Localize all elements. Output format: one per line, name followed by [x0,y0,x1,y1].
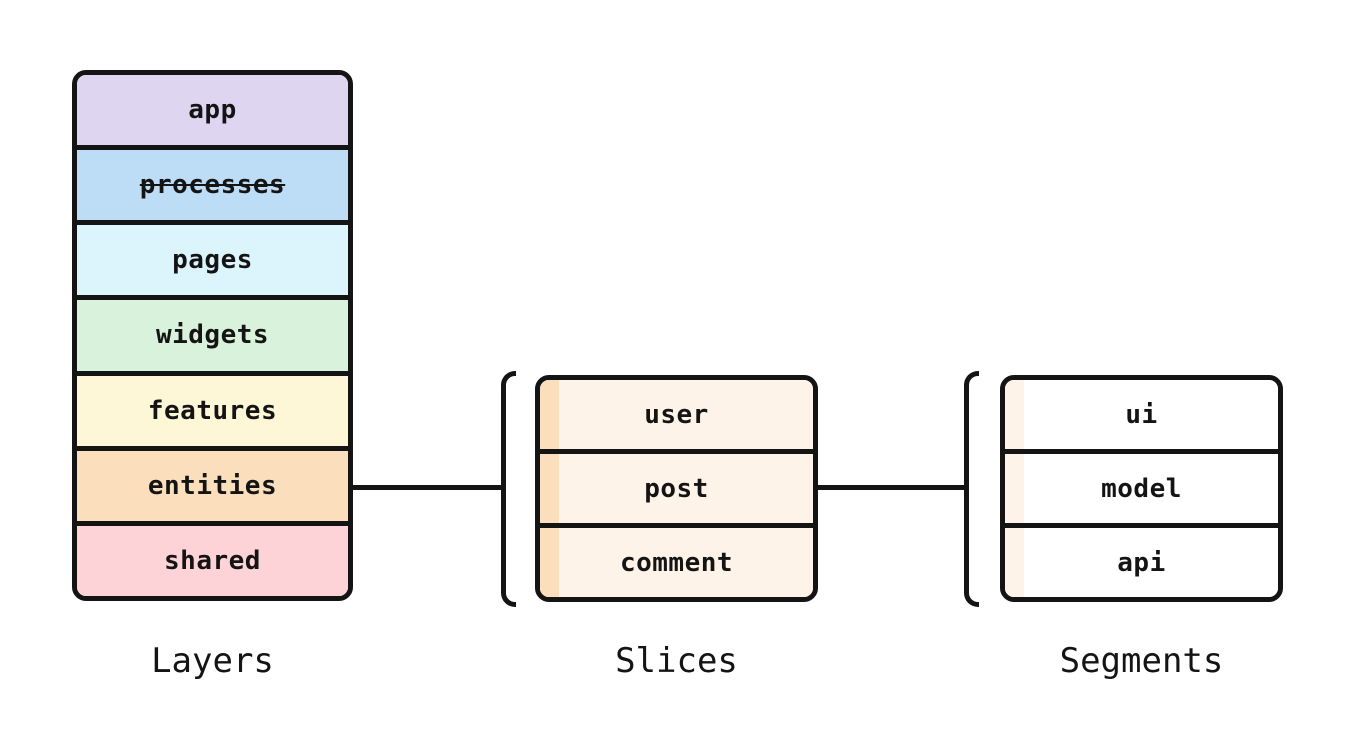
connector-slices-to-segments [815,485,966,490]
slice-accent-stripe [540,454,559,523]
layer-row-app: app [77,75,348,146]
slice-label-user: user [644,399,709,430]
layer-label-pages: pages [172,245,253,276]
segments-bracket [964,371,979,607]
layer-row-shared: shared [77,520,348,596]
layers-stack: app processes pages widgets features ent… [72,70,353,601]
segment-label-ui: ui [1125,399,1158,430]
layer-label-widgets: widgets [155,320,270,351]
layer-label-processes: processes [139,170,286,201]
slices-bracket [501,371,516,607]
layer-row-processes: processes [77,145,348,221]
layers-caption: Layers [151,641,274,681]
segment-label-model: model [1101,473,1182,504]
slice-row-user: user [540,380,813,449]
layer-row-entities: entities [77,445,348,521]
segment-accent-stripe [1005,454,1024,523]
segments-caption: Segments [1059,641,1224,681]
layer-label-shared: shared [164,545,261,576]
segment-row-api: api [1005,523,1278,597]
slice-row-comment: comment [540,523,813,597]
slices-box: user post comment [535,375,818,602]
slice-row-post: post [540,449,813,523]
segment-accent-stripe [1005,528,1024,597]
segment-row-ui: ui [1005,380,1278,449]
layer-label-app: app [188,95,237,126]
slice-label-post: post [644,473,709,504]
connector-entities-to-slices [350,485,503,490]
slice-accent-stripe [540,380,559,449]
layer-row-features: features [77,370,348,446]
segment-row-model: model [1005,449,1278,523]
slices-caption: Slices [615,641,738,681]
slice-accent-stripe [540,528,559,597]
layer-label-features: features [147,395,278,426]
layer-row-widgets: widgets [77,295,348,371]
segments-box: ui model api [1000,375,1283,602]
segment-accent-stripe [1005,380,1024,449]
slice-label-comment: comment [619,547,734,578]
segment-label-api: api [1117,547,1166,578]
layer-row-pages: pages [77,220,348,296]
layer-label-entities: entities [147,470,278,501]
